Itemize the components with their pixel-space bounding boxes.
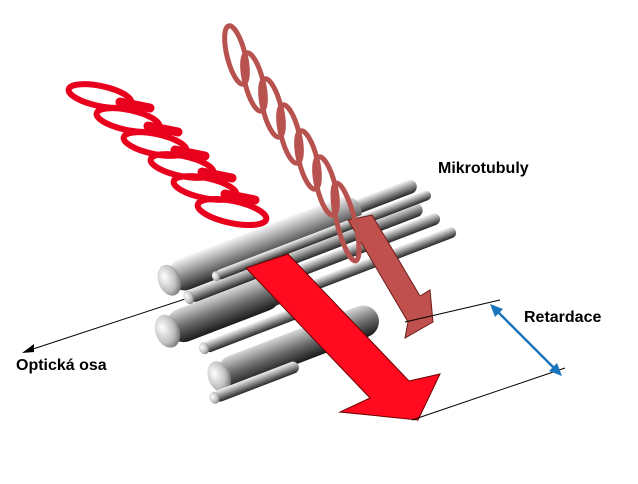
microtubule-rod — [211, 190, 432, 282]
optical-axis-label: Optická osa — [16, 357, 107, 374]
microtubule-rod — [154, 277, 281, 348]
fast-wave-arrow — [245, 253, 441, 421]
retardation-bracket — [404, 299, 566, 421]
microtubule-rod — [209, 361, 299, 404]
slow-wave-arrow — [347, 214, 434, 339]
retardation-arrow — [490, 304, 562, 376]
microtubules-label: Mikrotubuly — [438, 160, 529, 177]
extraordinary-wave — [222, 23, 362, 264]
retardation-label: Retardace — [524, 309, 602, 326]
microtubule-rod — [198, 304, 308, 355]
ordinary-wave — [65, 81, 270, 228]
microtubule-rod — [157, 196, 362, 296]
